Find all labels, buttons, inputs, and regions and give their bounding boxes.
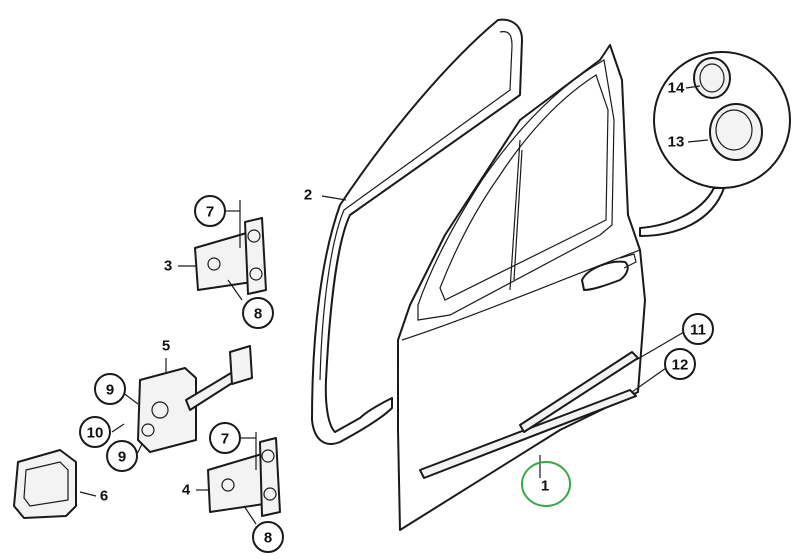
- callout-lower-hinge-top-bolt[interactable]: 7: [209, 422, 241, 454]
- label-molding-lower: 12: [672, 357, 689, 374]
- callout-lower-hinge-bottom-bolt[interactable]: 8: [252, 521, 284, 553]
- label-lower-hinge-top-bolt: 7: [221, 431, 229, 448]
- grommet: [13, 449, 77, 519]
- label-molding-upper: 11: [690, 322, 706, 339]
- label-door: 1: [541, 478, 549, 495]
- callout-check-bolt-lower[interactable]: 9: [106, 440, 138, 472]
- label-upper-hinge-top-bolt: 7: [206, 204, 214, 221]
- label-check-bolt-mid: 10: [87, 425, 104, 442]
- door-check: [137, 345, 253, 453]
- label-check-bolt-upper: 9: [106, 382, 114, 399]
- callout-door[interactable]: 1: [521, 461, 571, 507]
- lower-hinge: [207, 437, 281, 517]
- label-plug-large: 13: [668, 134, 685, 151]
- callout-upper-hinge-top-bolt[interactable]: 7: [194, 195, 226, 227]
- label-lower-hinge-bottom-bolt: 8: [264, 530, 272, 547]
- callout-molding-upper[interactable]: 11: [682, 313, 714, 345]
- label-plug-small: 14: [668, 80, 685, 97]
- callout-lower-hinge[interactable]: 4: [182, 482, 191, 499]
- callout-door-check[interactable]: 5: [162, 338, 170, 355]
- highlight-ring: [521, 461, 571, 507]
- label-check-bolt-lower: 9: [118, 449, 126, 466]
- door-shell: [397, 44, 646, 531]
- callout-plug-large[interactable]: 13: [668, 134, 685, 151]
- callouts: 1 2 3 4 5 6 7 8 9 10: [79, 80, 714, 553]
- label-upper-hinge: 3: [164, 258, 172, 275]
- callout-upper-hinge-bottom-bolt[interactable]: 8: [242, 297, 274, 329]
- label-door-seal: 2: [304, 187, 312, 204]
- callout-molding-lower[interactable]: 12: [664, 348, 696, 380]
- callout-grommet[interactable]: 6: [100, 488, 108, 505]
- label-grommet: 6: [100, 488, 108, 505]
- callout-door-seal[interactable]: 2: [304, 187, 312, 204]
- plug-detail: [639, 51, 791, 237]
- callout-upper-hinge[interactable]: 3: [164, 258, 172, 275]
- label-upper-hinge-bottom-bolt: 8: [254, 306, 262, 323]
- label-door-check: 5: [162, 338, 170, 355]
- callout-check-bolt-mid[interactable]: 10: [79, 416, 111, 448]
- callout-check-bolt-upper[interactable]: 9: [94, 373, 126, 405]
- label-lower-hinge: 4: [182, 482, 191, 499]
- callout-plug-small[interactable]: 14: [668, 80, 685, 97]
- door-seal: [311, 18, 523, 445]
- upper-hinge: [194, 217, 267, 295]
